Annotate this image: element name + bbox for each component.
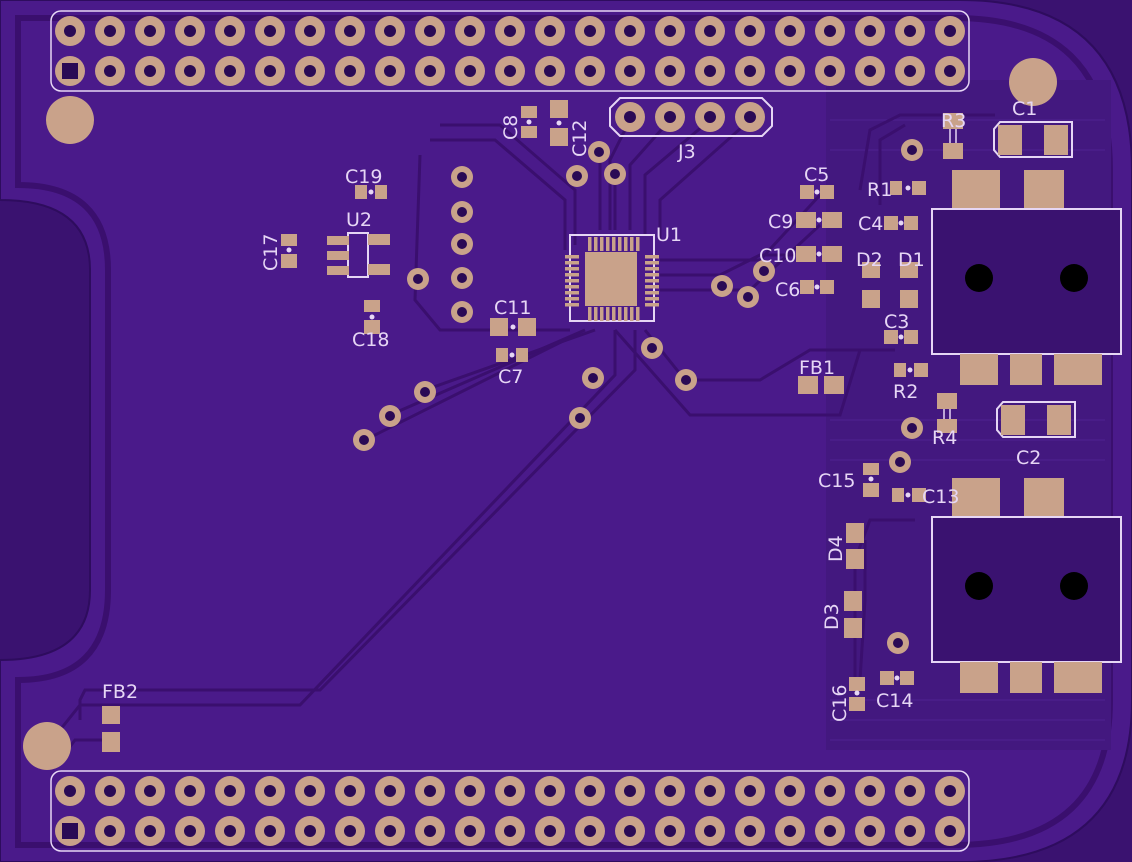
label-c12: C12 [569, 120, 591, 157]
u2-chip [327, 232, 390, 278]
label-c9: C9 [768, 211, 793, 233]
label-c18: C18 [352, 329, 389, 351]
board-edge-silkscreen [15, 15, 1113, 848]
label-c14: C14 [876, 690, 913, 712]
mount-hole-top-left [46, 96, 94, 144]
via-dots [286, 119, 913, 696]
label-c6: C6 [775, 279, 800, 301]
mount-hole-bottom-left [23, 722, 71, 770]
label-c1: C1 [1012, 98, 1037, 120]
label-c19: C19 [345, 166, 382, 188]
label-r3: R3 [941, 110, 966, 132]
label-d1: D1 [898, 249, 925, 271]
label-c2: C2 [1016, 447, 1041, 469]
passive-silk [943, 129, 957, 419]
vias [353, 139, 923, 654]
header-bottom [50, 770, 970, 852]
label-c13: C13 [922, 486, 959, 508]
label-r4: R4 [932, 427, 957, 449]
label-c5: C5 [804, 164, 829, 186]
label-r2: R2 [893, 381, 918, 403]
label-c8: C8 [500, 115, 522, 140]
label-u1: U1 [656, 224, 682, 246]
c2-capacitor [996, 401, 1076, 438]
label-c4: C4 [858, 213, 883, 235]
u1-chip [565, 234, 659, 322]
mount-hole-top-right [1009, 58, 1057, 106]
j3-connector [609, 97, 773, 137]
label-c7: C7 [498, 366, 523, 388]
label-c15: C15 [818, 470, 855, 492]
label-j3: J3 [677, 141, 696, 163]
label-fb1: FB1 [799, 357, 835, 379]
label-u2: U2 [346, 209, 372, 231]
c1-capacitor [993, 121, 1073, 158]
label-c17: C17 [260, 234, 282, 271]
label-fb2: FB2 [102, 681, 138, 703]
label-c16: C16 [829, 685, 851, 722]
label-c3: C3 [884, 311, 909, 333]
label-d4: D4 [825, 535, 847, 562]
label-r1: R1 [867, 179, 892, 201]
passives [102, 100, 963, 752]
power-module-top [931, 170, 1122, 385]
power-module-bottom [931, 478, 1122, 693]
label-d3: D3 [821, 603, 843, 630]
label-c10: C10 [759, 245, 796, 267]
label-d2: D2 [856, 249, 883, 271]
header-top [50, 10, 970, 92]
label-c11: C11 [494, 297, 531, 319]
